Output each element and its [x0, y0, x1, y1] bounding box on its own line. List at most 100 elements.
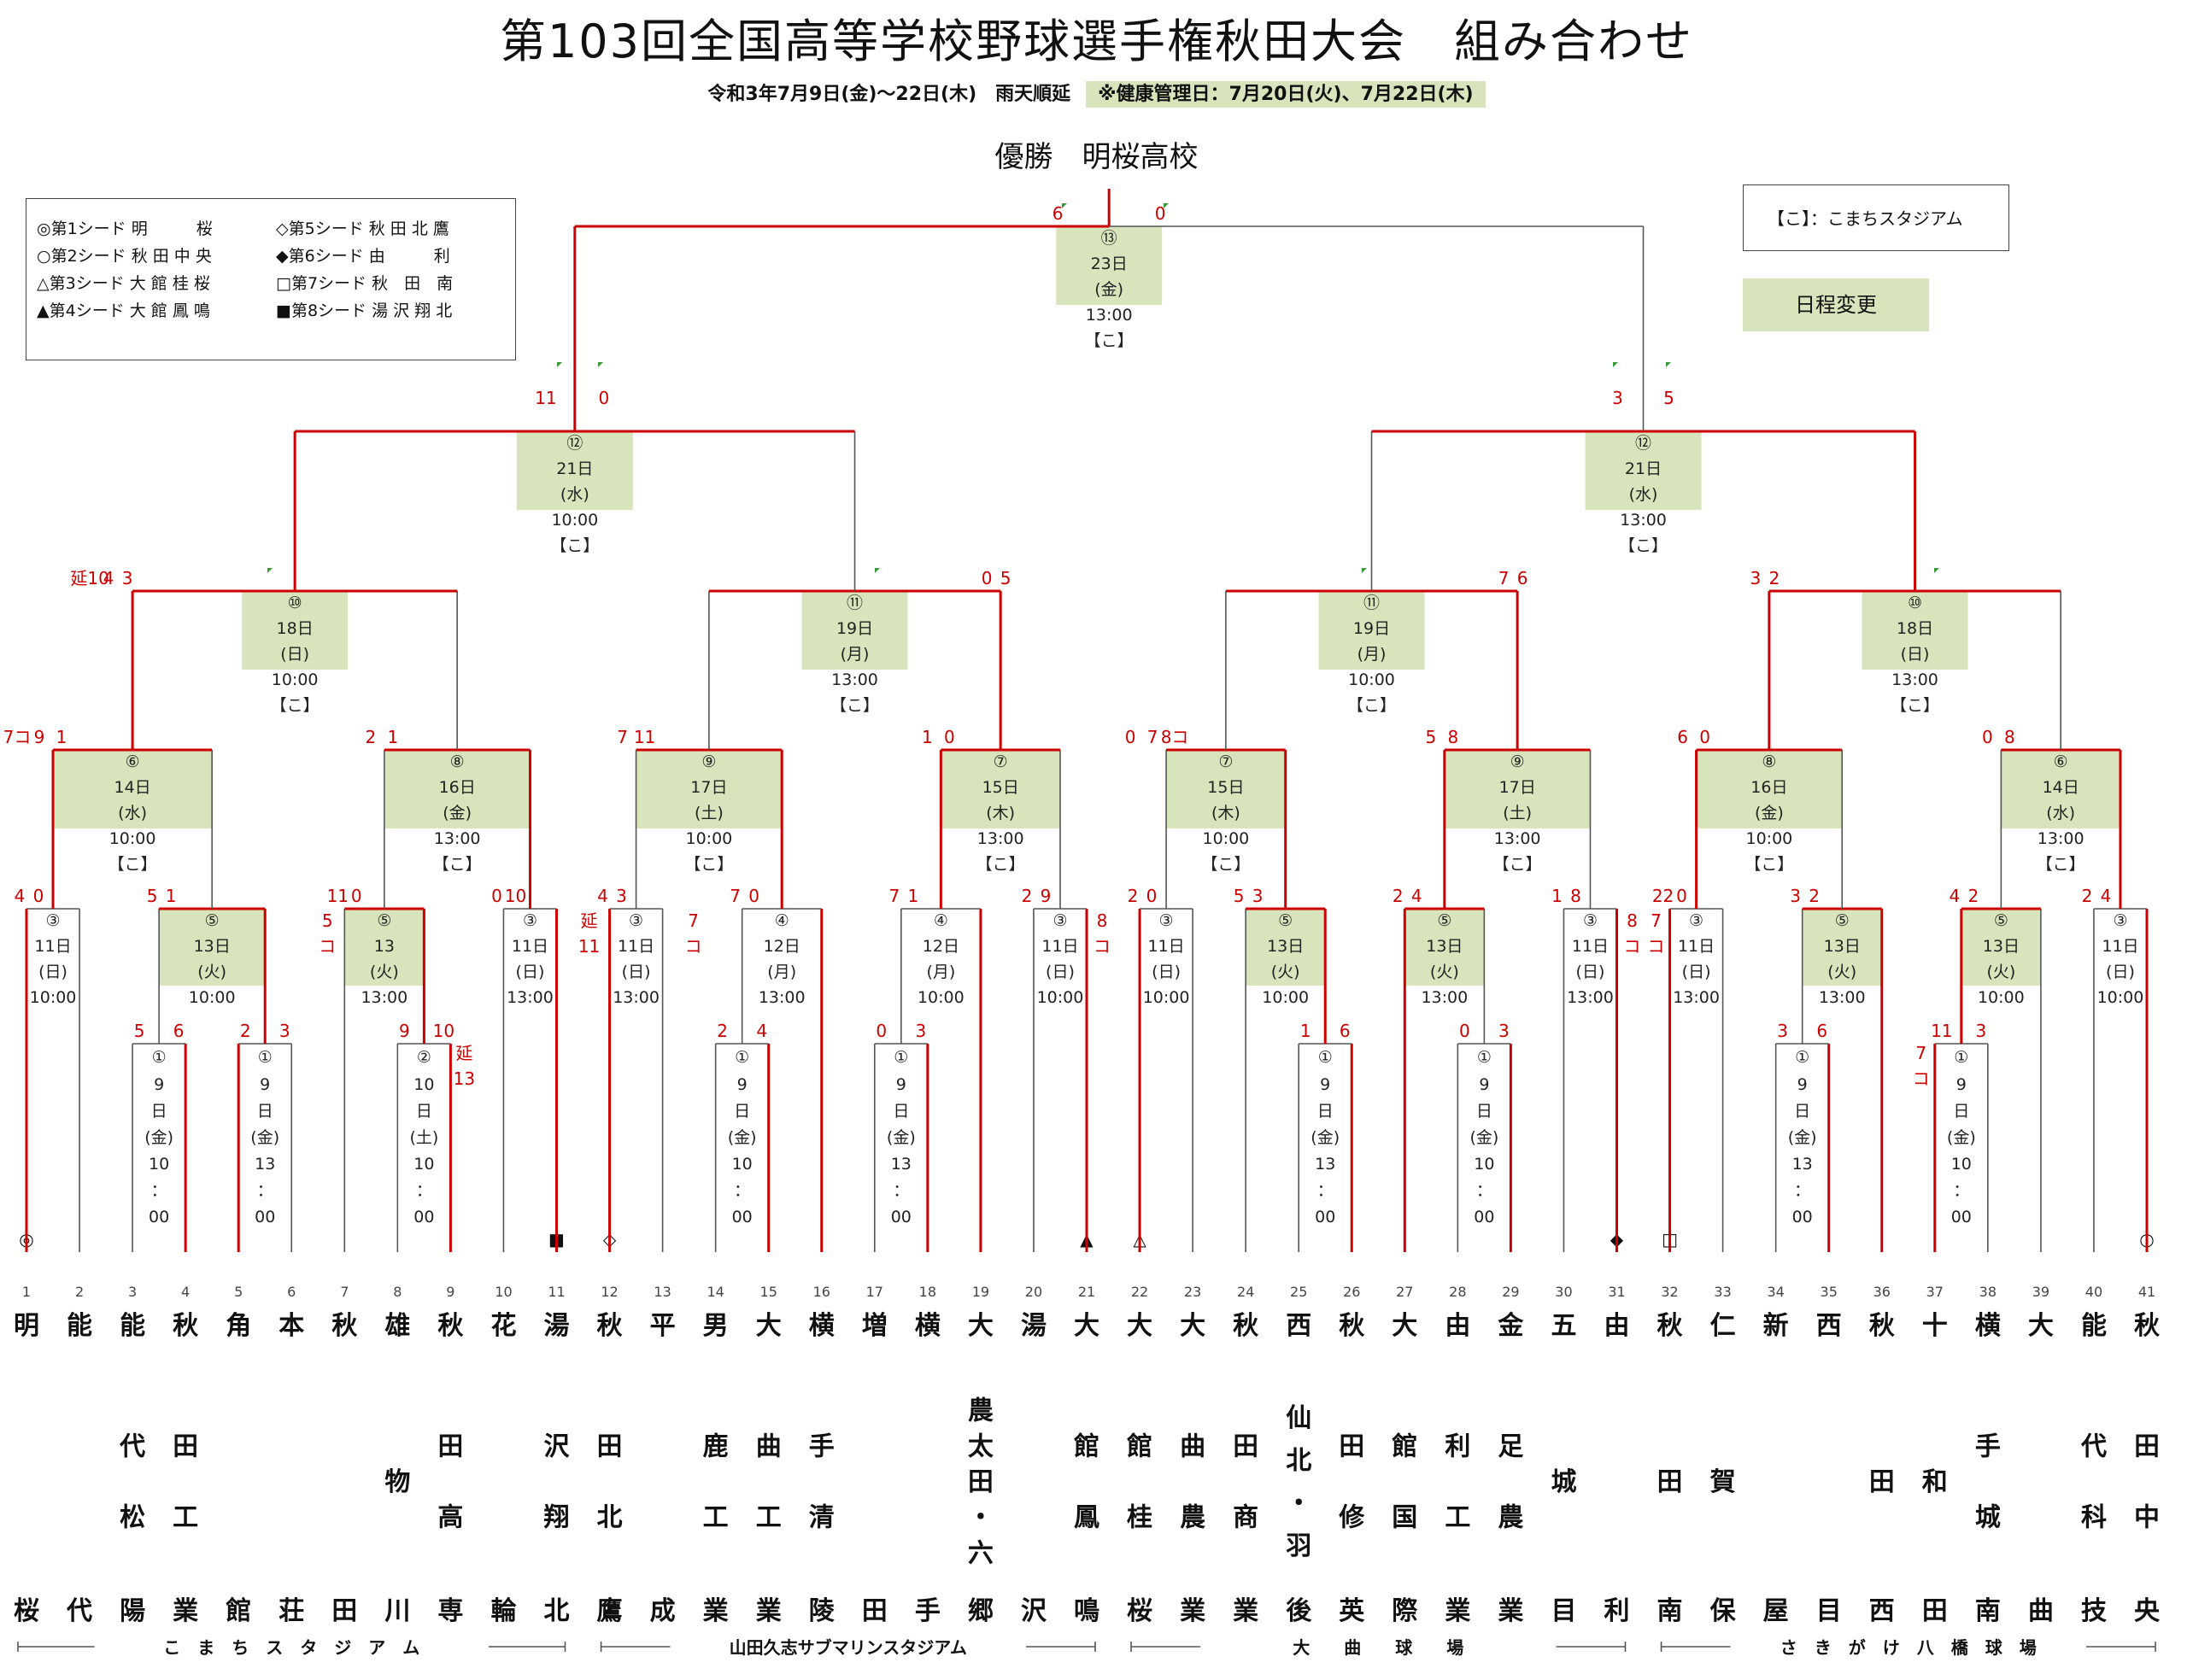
team-name-char: 利	[1445, 1431, 1470, 1461]
team-name-char: 工	[703, 1503, 729, 1533]
match-date: ：	[257, 1181, 273, 1200]
team-slot-number: 39	[2032, 1284, 2049, 1300]
team-name-char: 田	[331, 1596, 357, 1626]
match-weekday: (水)	[118, 804, 147, 822]
score: 2	[1128, 886, 1139, 906]
score: 6	[1517, 568, 1528, 588]
match-weekday: (月)	[841, 645, 870, 664]
score: 3	[915, 1021, 926, 1041]
team-name-char: 鷹	[597, 1596, 623, 1626]
match-time: 13:00	[1673, 988, 1720, 1007]
team-name-char: 秋	[597, 1311, 623, 1341]
score: 1	[907, 886, 918, 906]
team-name-char: 業	[1498, 1596, 1523, 1626]
match-number: ①	[1954, 1048, 1968, 1067]
score: 1	[56, 727, 67, 747]
match-number: ⑩	[1908, 594, 1922, 612]
score: 6	[1816, 1021, 1827, 1041]
team-name-char: 曲	[2028, 1596, 2054, 1626]
score: 4	[1411, 886, 1422, 906]
team-slot-number: 36	[1873, 1284, 1891, 1300]
side-note: 8	[1097, 910, 1108, 931]
team-name-char: 田	[2134, 1431, 2160, 1461]
match-time: 10:00	[551, 511, 598, 530]
team-name-char: 館	[1392, 1431, 1417, 1461]
team-name-char: 新	[1763, 1311, 1789, 1341]
team-slot-number: 7	[340, 1284, 349, 1300]
match-date: 日	[893, 1102, 909, 1121]
match-time: 13:00	[1086, 306, 1133, 325]
match-date: 00	[413, 1208, 434, 1226]
legend-item: △第3シード 大 館 桂 桜	[37, 274, 210, 293]
team-name-char: 曲	[1180, 1431, 1205, 1461]
team-slot-number: 17	[866, 1284, 883, 1300]
match-date: 13日	[1426, 937, 1463, 956]
team-slot-number: 34	[1767, 1284, 1784, 1300]
match-number: ①	[258, 1048, 273, 1067]
team-name-char: 能	[120, 1311, 145, 1341]
team-slot-number: 11	[548, 1284, 565, 1300]
score: 6	[1340, 1021, 1351, 1041]
score: 1	[1551, 886, 1563, 906]
match-number: ⑪	[1363, 594, 1380, 612]
team-slot-number: 9	[446, 1284, 454, 1300]
match-weekday: (木)	[1211, 804, 1240, 822]
match-weekday: (火)	[1271, 963, 1300, 981]
match-number: ③	[523, 911, 537, 930]
score: 4	[103, 568, 114, 588]
match-number: ②	[417, 1048, 431, 1067]
match-time: 13:00	[977, 829, 1024, 848]
match-date: 13	[1315, 1155, 1335, 1174]
match-date: ：	[1476, 1181, 1492, 1200]
match-box	[1404, 909, 1485, 986]
team-name-char: 湯	[544, 1311, 570, 1341]
team-name-char: 目	[1816, 1596, 1842, 1626]
team-name-char: 農	[968, 1396, 994, 1426]
flag-marker	[557, 362, 562, 367]
match-weekday: (木)	[986, 804, 1015, 822]
team-name-char: 中	[2134, 1503, 2160, 1533]
score: 5	[134, 1021, 145, 1041]
team-name-char: 手	[809, 1431, 835, 1461]
team-slot-number: 24	[1237, 1284, 1254, 1300]
match-date: (金)	[1788, 1128, 1817, 1147]
match-date: 14日	[2043, 778, 2079, 797]
legend-item: ◎第1シード 明 桜	[37, 220, 213, 238]
match-venue: 【こ】	[684, 855, 733, 874]
match-weekday: (日)	[1576, 963, 1605, 981]
match-date: 23日	[1091, 255, 1128, 273]
match-box	[1444, 750, 1591, 828]
match-box	[53, 750, 213, 828]
match-date: 16日	[1750, 778, 1787, 797]
score: 10	[505, 886, 526, 906]
team-name-char: 大	[2028, 1311, 2054, 1341]
score: 3	[616, 886, 627, 906]
schedule-change-button[interactable]: 日程変更	[1743, 278, 1929, 331]
match-number: ⑫	[566, 434, 583, 453]
match-number: ⑤	[205, 911, 220, 930]
score: 1	[166, 886, 177, 906]
score: 4	[756, 1021, 767, 1041]
score: 延10	[70, 568, 108, 588]
match-date: (金)	[1469, 1128, 1498, 1147]
team-name-char: 北	[1286, 1446, 1311, 1476]
team-slot-number: 32	[1661, 1284, 1678, 1300]
team-name-char: 際	[1392, 1596, 1417, 1626]
team-name-char: 足	[1498, 1431, 1523, 1461]
match-venue: 【こ】	[1085, 331, 1134, 350]
team-name-char: 沢	[1021, 1596, 1047, 1626]
match-date: 12日	[764, 937, 800, 956]
match-date: ：	[1953, 1181, 1969, 1200]
team-name-char: 田	[437, 1431, 463, 1461]
flag-marker	[267, 568, 273, 573]
match-date: ：	[893, 1181, 909, 1200]
score: 2	[1022, 886, 1033, 906]
match-weekday: (日)	[280, 645, 309, 664]
team-name-char: 農	[1498, 1503, 1523, 1533]
match-time: 13:00	[1494, 829, 1541, 848]
match-date: 10	[149, 1155, 169, 1174]
match-venue: 【こ】	[2037, 855, 2085, 874]
flag-marker	[1613, 362, 1618, 367]
seed-legend: ◎第1シード 明 桜 ○第2シード 秋 田 中 央 △第3シード 大 館 桂 桜…	[26, 198, 516, 360]
match-number: ⑥	[126, 752, 140, 771]
